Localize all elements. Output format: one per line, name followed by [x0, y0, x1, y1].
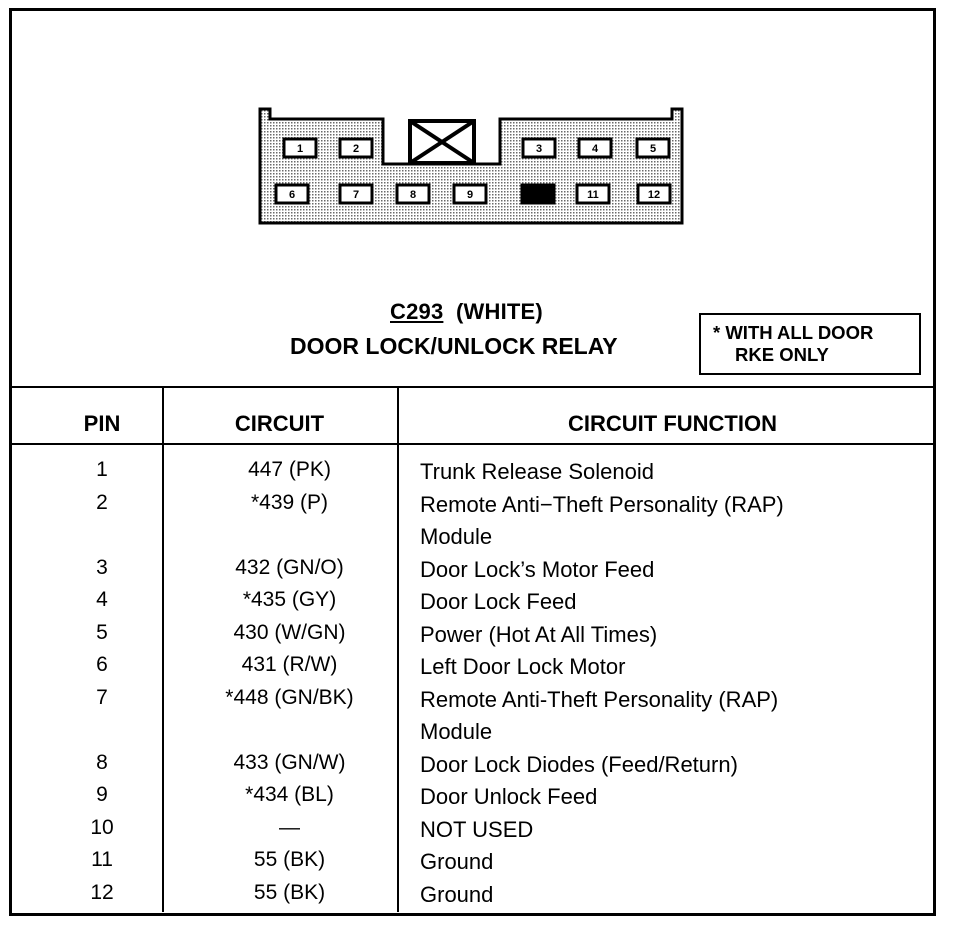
- row-function: Ground: [420, 881, 494, 907]
- row-circuit: 55 (BK): [253, 880, 326, 904]
- row-pin: 8: [96, 750, 108, 774]
- row-circuit: 447 (PK): [248, 458, 331, 481]
- row-function: Door Lock Diodes (Feed/Return): [420, 751, 738, 777]
- connector-pin-5: 5: [635, 137, 671, 159]
- row-pin: 6: [96, 653, 108, 676]
- row-pin: 5: [96, 620, 108, 644]
- row-circuit: 432 (GN/O): [235, 555, 344, 579]
- svg-text:12: 12: [648, 189, 660, 201]
- header-circuit: CIRCUIT: [234, 411, 325, 436]
- svg-text:8: 8: [410, 189, 416, 201]
- row-circuit: 431 (R/W): [241, 653, 338, 676]
- connector-pin-3: 3: [521, 137, 557, 159]
- connector-color: (WHITE): [456, 299, 543, 324]
- row-function: Door Lock Feed: [420, 589, 577, 614]
- connector-pin-10: [520, 183, 556, 205]
- svg-text:2: 2: [353, 143, 359, 155]
- row-function: Ground: [420, 849, 494, 874]
- row-function-continued: Module: [420, 719, 493, 744]
- row-circuit: *435 (GY): [242, 588, 337, 611]
- connector-pin-9: 9: [452, 183, 488, 205]
- header-circuit-function: CIRCUIT FUNCTION: [568, 411, 777, 436]
- row-pin: 4: [96, 588, 108, 611]
- svg-text:11: 11: [587, 189, 599, 201]
- connector-description: DOOR LOCK/UNLOCK RELAY: [290, 333, 618, 359]
- row-function: Power (Hot At All Times): [420, 621, 658, 647]
- svg-text:9: 9: [467, 189, 473, 201]
- row-circuit: —: [279, 815, 300, 839]
- row-pin: 10: [90, 815, 114, 839]
- svg-text:1: 1: [297, 143, 303, 155]
- footnote-line-2: RKE ONLY: [735, 344, 829, 365]
- connector-pin-4: 4: [577, 137, 613, 159]
- row-circuit: 55 (BK): [253, 848, 326, 871]
- row-function: Door Unlock Feed: [420, 784, 598, 809]
- svg-text:7: 7: [353, 189, 359, 201]
- connector-pin-12: 12: [636, 183, 672, 205]
- row-circuit: *439 (P): [250, 490, 329, 514]
- row-circuit: *434 (BL): [245, 783, 334, 806]
- connector-pin-6: 6: [274, 183, 310, 205]
- row-circuit: 430 (W/GN): [233, 620, 346, 644]
- row-function-continued: Module: [420, 524, 493, 549]
- footnote-box: * WITH ALL DOOR RKE ONLY: [699, 313, 921, 375]
- connector-code: C293: [390, 299, 444, 324]
- row-function: NOT USED: [420, 816, 534, 842]
- row-pin: 7: [96, 685, 108, 709]
- connector-pin-8: 8: [395, 183, 431, 205]
- connector-pin-1: 1: [282, 137, 318, 159]
- row-pin: 1: [96, 458, 108, 481]
- row-pin: 3: [96, 555, 108, 579]
- connector-title: C293 (WHITE): [390, 299, 543, 325]
- svg-text:6: 6: [289, 189, 295, 201]
- row-function: Left Door Lock Motor: [420, 654, 626, 679]
- table-top-rule: [12, 386, 933, 388]
- row-circuit: *448 (GN/BK): [225, 685, 354, 709]
- connector-pin-7: 7: [338, 183, 374, 205]
- column-divider-2: [397, 388, 399, 912]
- connector-pin-2: 2: [338, 137, 374, 159]
- column-divider-1: [162, 388, 164, 912]
- row-pin: 12: [90, 880, 114, 904]
- footnote-line-1: * WITH ALL DOOR: [713, 322, 874, 343]
- row-function: Door Lock’s Motor Feed: [420, 556, 655, 582]
- row-pin: 2: [96, 490, 108, 514]
- row-function: Remote Anti-Theft Personality (RAP): [420, 686, 779, 712]
- row-circuit: 433 (GN/W): [233, 750, 346, 774]
- row-function: Trunk Release Solenoid: [420, 459, 654, 484]
- row-pin: 11: [91, 848, 113, 871]
- row-function: Remote Anti−Theft Personality (RAP): [420, 491, 784, 517]
- row-pin: 9: [96, 783, 108, 806]
- connector-key-x: [408, 119, 476, 165]
- connector-pin-11: 11: [575, 183, 611, 205]
- header-bottom-rule: [12, 443, 933, 445]
- header-pin: PIN: [83, 411, 121, 436]
- svg-text:5: 5: [650, 143, 656, 155]
- svg-text:3: 3: [536, 143, 542, 155]
- svg-text:4: 4: [592, 143, 599, 155]
